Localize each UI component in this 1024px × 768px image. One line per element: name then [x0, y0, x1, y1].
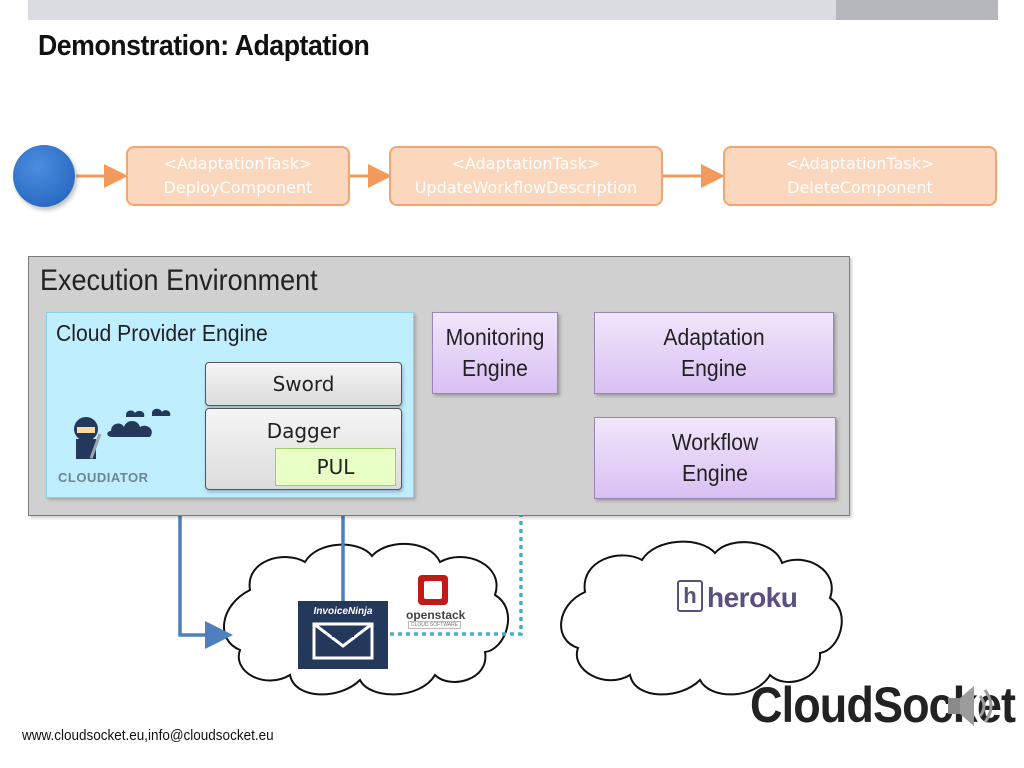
slide-title: Demonstration: Adaptation [38, 30, 370, 62]
task-stereotype: <AdaptationTask> [163, 154, 313, 173]
dagger-label: Dagger [266, 419, 341, 443]
app-to-workflow-dotted [390, 444, 595, 636]
task-deploy-component[interactable]: <AdaptationTask> DeployComponent [126, 146, 350, 206]
task-delete-component[interactable]: <AdaptationTask> DeleteComponent [723, 146, 997, 206]
adaptation-engine-line1: Adaptation [663, 324, 765, 350]
monitoring-engine[interactable]: Monitoring Engine [432, 312, 558, 394]
task-stereotype: <AdaptationTask> [451, 154, 601, 173]
task-name: DeleteComponent [787, 178, 933, 197]
openstack-logo-text: openstack [406, 608, 466, 622]
pul-component[interactable]: PUL [275, 448, 396, 486]
execution-environment-title: Execution Environment [40, 264, 318, 297]
task-update-workflow-description[interactable]: <AdaptationTask> UpdateWorkflowDescripti… [389, 146, 663, 206]
task-stereotype: <AdaptationTask> [785, 154, 935, 173]
cloudiator-logo-text: CLOUDIATOR [58, 470, 149, 485]
monitoring-engine-line1: Monitoring [445, 324, 545, 350]
cloud-provider-engine-title: Cloud Provider Engine [56, 320, 268, 346]
start-event-icon [13, 145, 75, 207]
adaptation-engine[interactable]: Adaptation Engine [594, 312, 834, 394]
pul-label: PUL [316, 455, 355, 479]
workflow-engine[interactable]: Workflow Engine [594, 417, 836, 499]
cloudiator-icon [74, 408, 171, 459]
header-bar-accent [836, 0, 998, 20]
heroku-logo-text: heroku [707, 582, 798, 613]
task-name: UpdateWorkflowDescription [414, 178, 638, 197]
workflow-engine-line2: Engine [682, 460, 748, 486]
openstack-icon-inner [424, 581, 442, 599]
sword-label: Sword [272, 372, 335, 396]
header-bar [28, 0, 836, 20]
footer-contact: www.cloudsocket.eu,info@cloudsocket.eu [22, 727, 274, 744]
monitoring-engine-line2: Engine [462, 355, 528, 381]
speaker-icon[interactable] [944, 678, 1000, 734]
cloud-right [560, 540, 843, 696]
sword-component[interactable]: Sword [205, 362, 402, 406]
workflow-engine-line1: Workflow [671, 429, 759, 455]
invoiceninja-label: InvoiceNinja [313, 606, 373, 617]
adaptation-engine-line2: Engine [681, 355, 747, 381]
envelope-icon [312, 622, 374, 660]
task-name: DeployComponent [163, 178, 313, 197]
heroku-icon: h [677, 580, 703, 612]
openstack-logo-subtext: CLOUD SOFTWARE [408, 621, 462, 629]
